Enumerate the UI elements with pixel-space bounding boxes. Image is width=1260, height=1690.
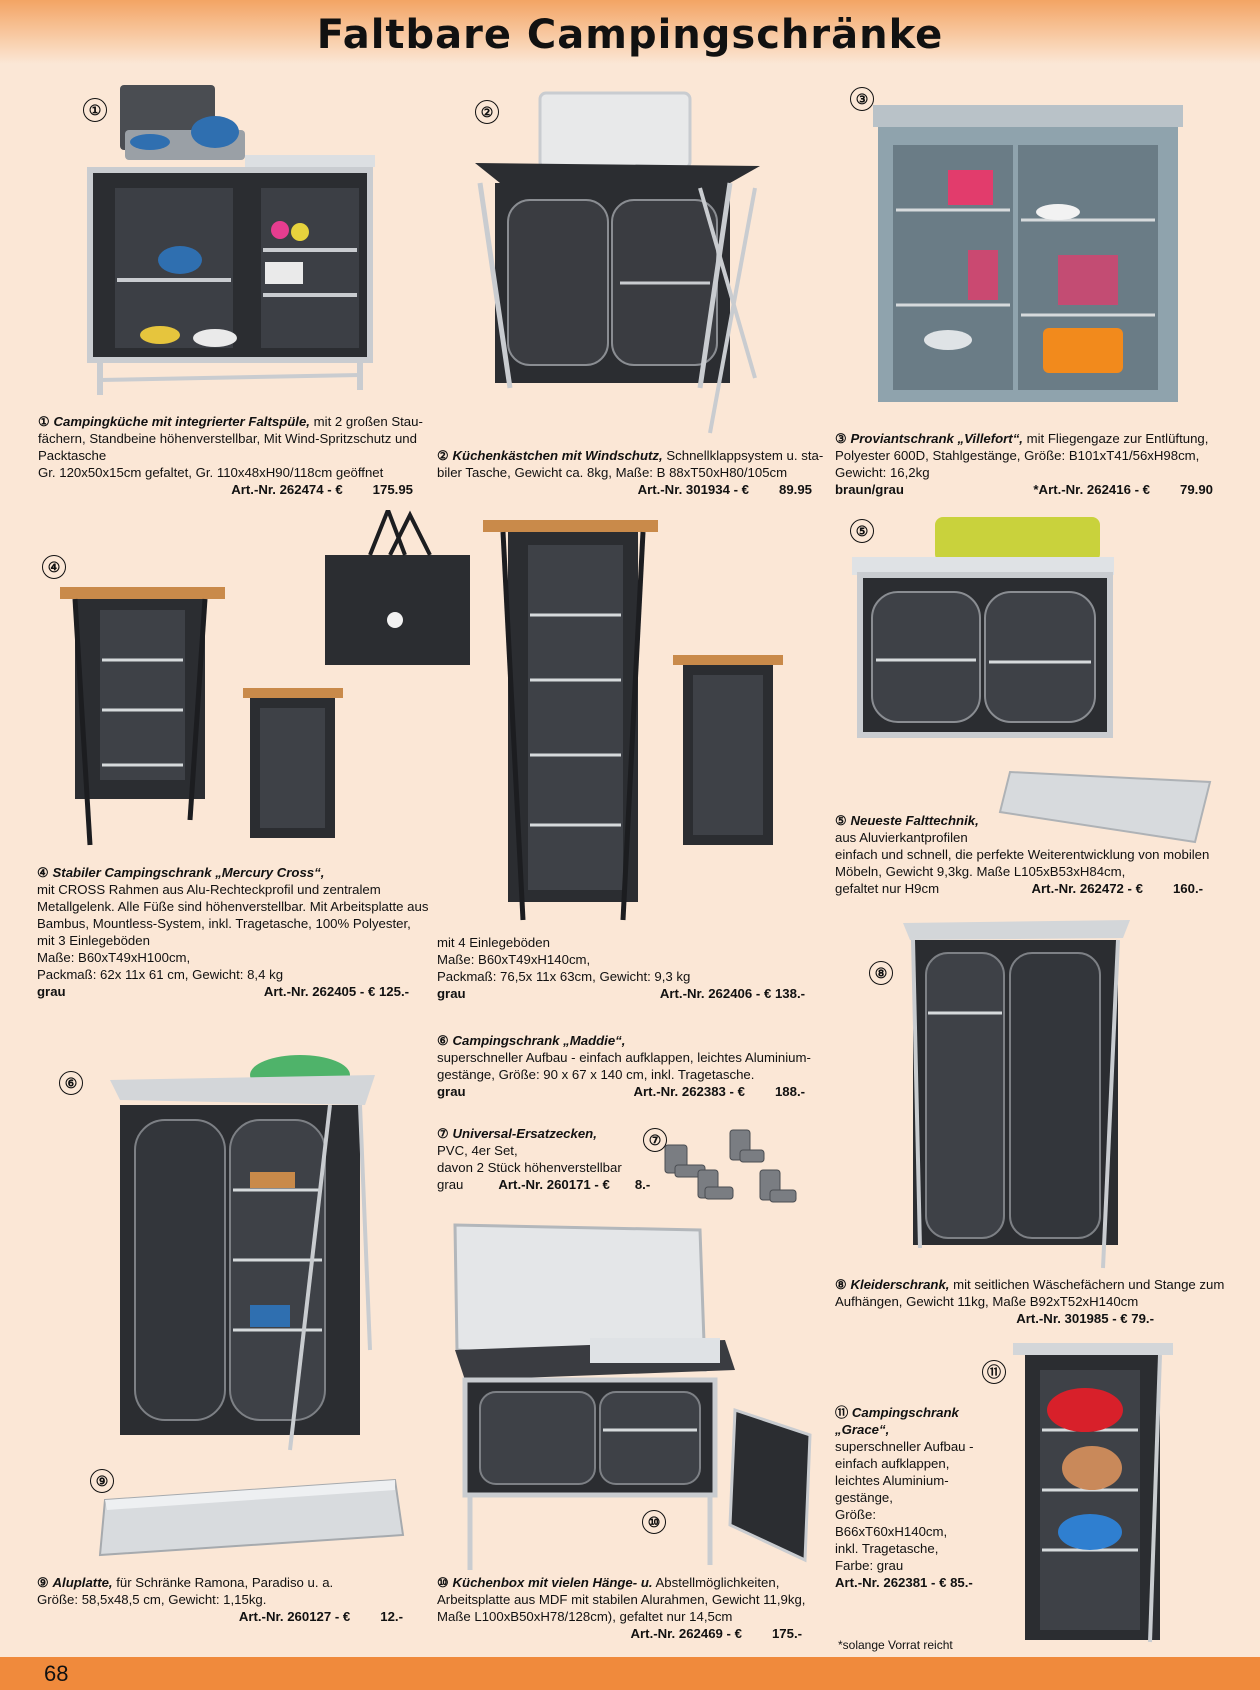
item-heading: Proviantschrank „Villefort“, [850,431,1023,446]
item-number-badge: ⑤ [850,519,874,543]
item-description: ⑦ Universal-Ersatzecken, PVC, 4er Set, d… [437,1126,651,1192]
grace-cabinet-image [1010,1340,1175,1645]
item-description: ⑨ Aluplatte, für Schränke Ramona, Paradi… [37,1575,403,1624]
item-description: ③ Proviantschrank „Villefort“, mit Flieg… [835,431,1213,497]
item-number-badge: ⑧ [869,961,893,985]
folding-kitchen-cabinet-image [850,512,1220,852]
item-heading: Universal-Ersatzecken, [452,1126,597,1141]
item-heading: Aluplatte, [52,1575,113,1590]
item-description: mit 4 Einlegeböden Maße: B60xT49xH140cm,… [437,935,805,1001]
item-number-badge: ⑥ [59,1071,83,1095]
kitchen-cabinet-windscreen-image [470,88,770,438]
page-title: Faltbare Campingschränke [316,12,944,58]
item-number-badge: ④ [42,555,66,579]
item-description: ④ Stabiler Campingschrank „Mercury Cross… [37,865,429,999]
item-number-badge: ⑪ [982,1360,1006,1384]
item-number-badge: ⑦ [643,1128,667,1152]
item-number-badge: ② [475,100,499,124]
price-line: Art.-Nr. 301985 - € 79.- [1016,1311,1154,1326]
price-line: braun/grau*Art.-Nr. 262416 - €79.90 [835,482,1213,497]
item-number-badge: ③ [850,87,874,111]
mercury-cross-cabinet-image [55,510,475,850]
item-number-badge: ⑨ [90,1469,114,1493]
kitchen-box-image [445,1220,815,1575]
item-description: ⑧ Kleiderschrank, mit seitlichen Wäschef… [835,1277,1225,1326]
item-number-badge: ① [83,98,107,122]
item-number-badge: ⑩ [642,1510,666,1534]
item-description: ⑪ Campingschrank „Grace“, superschneller… [835,1405,974,1590]
page-number: 68 [44,1661,69,1686]
price-line: Art.-Nr. 260127 - €12.- [238,1609,403,1624]
item-description: ⑥ Campingschrank „Maddie“, superschnelle… [437,1033,811,1099]
item-description: ① Campingküche mit integrierter Faltspül… [38,414,423,497]
price-line: Art.-Nr. 301934 - €89.95 [637,482,812,497]
price-line: Art.-Nr. 262469 - €175.- [630,1626,802,1641]
item-heading: Küchenkästchen mit Windschutz, [452,448,663,463]
item-description: ⑤ Neueste Falttechnik, aus Aluvierkantpr… [835,812,1213,897]
price-line: Art.-Nr. 262474 - €175.95 [231,482,413,497]
aluminium-plate-image [95,1475,405,1560]
item-heading: Kleiderschrank, [850,1277,950,1292]
item-heading: Stabiler Campingschrank „Mercury Cross“, [52,865,325,880]
provision-cabinet-image [868,100,1188,420]
item-description: ⑩ Küchenbox mit vielen Hänge- u. Abstell… [437,1575,806,1641]
replacement-corners-image [660,1125,810,1210]
maddie-cabinet-image [105,1050,380,1455]
mercury-cross-tall-cabinet-image [478,515,788,925]
item-heading: Küchenbox mit vielen Hänge- u. [452,1575,653,1590]
item-heading: Campingküche mit integrierter Faltspüle, [53,414,310,429]
camping-kitchen-image [85,80,395,405]
header-band [0,0,1260,64]
item-description: ② Küchenkästchen mit Windschutz, Schnell… [437,448,824,497]
footer-band [0,1657,1260,1690]
item-heading: Campingschrank „Maddie“, [452,1033,626,1048]
item-heading: Neueste Falttechnik, [850,813,979,828]
footnote: *solange Vorrat reicht [838,1638,953,1652]
item-heading: Campingschrank [851,1405,959,1420]
wardrobe-image [898,918,1133,1273]
